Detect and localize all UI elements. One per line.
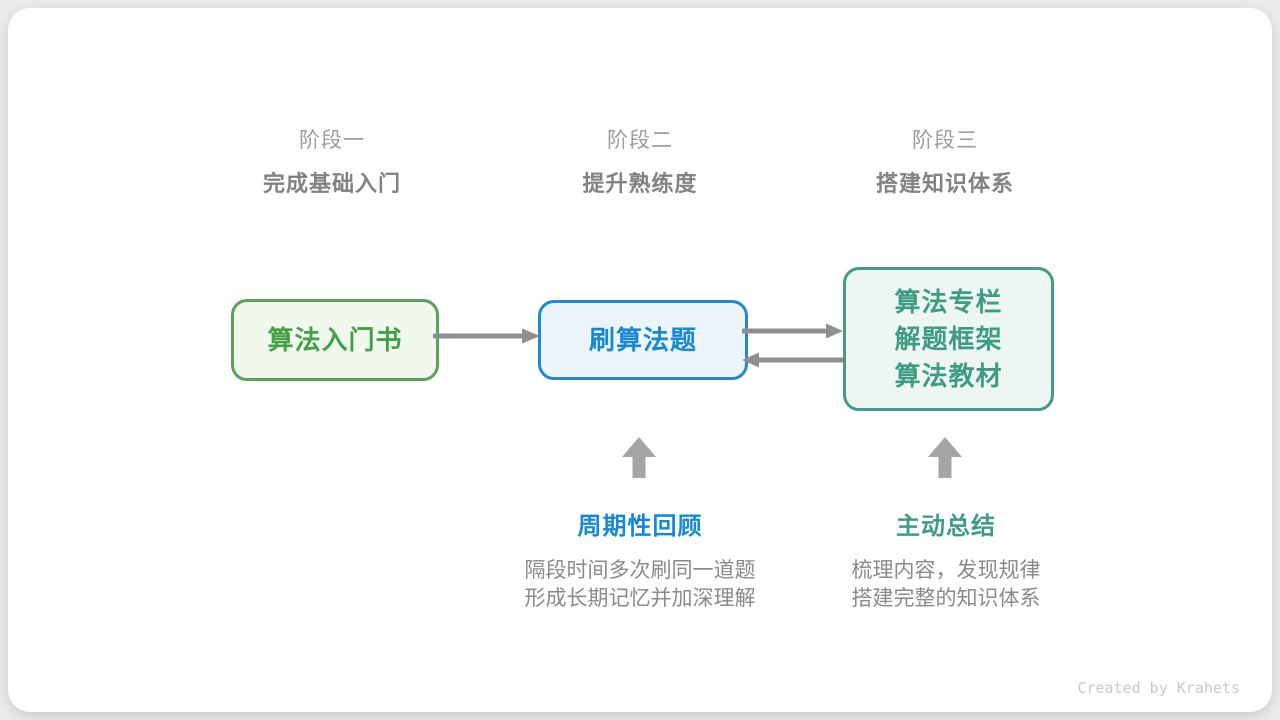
node-algorithm-intro-book: 算法入门书 [231, 299, 439, 381]
stage-3-header: 阶段三 搭建知识体系 [815, 126, 1075, 199]
node-practice-problems: 刷算法题 [538, 300, 748, 380]
stage-1-subtitle: 完成基础入门 [262, 171, 401, 196]
up-arrow-review-icon [622, 437, 656, 478]
node-label: 解题框架 [894, 323, 1003, 354]
method-title-periodic-review: 周期性回顾 [577, 513, 703, 540]
node-label: 刷算法题 [588, 324, 697, 355]
arrow-book-to-practice-icon [433, 326, 540, 346]
diagram-card: 阶段一 完成基础入门 阶段二 提升熟练度 阶段三 搭建知识体系 算法入门书 刷算… [8, 8, 1272, 712]
desc-line: 搭建完整的知识体系 [851, 587, 1041, 610]
stage-3-label: 阶段三 [912, 129, 978, 152]
node-knowledge-resources: 算法专栏 解题框架 算法教材 [843, 267, 1054, 411]
watermark-credit: Created by Krahets [1077, 679, 1240, 697]
desc-line: 隔段时间多次刷同一道题 [524, 559, 756, 582]
method-desc-periodic-review: 隔段时间多次刷同一道题 形成长期记忆并加深理解 [480, 557, 800, 613]
stage-3-subtitle: 搭建知识体系 [875, 171, 1014, 196]
node-label: 算法教材 [894, 360, 1003, 391]
arrow-resources-to-practice-icon [742, 350, 843, 370]
stage-2-subtitle: 提升熟练度 [582, 171, 698, 196]
stage-1-label: 阶段一 [299, 129, 365, 152]
node-label: 算法专栏 [894, 286, 1003, 317]
method-desc-active-summary: 梳理内容，发现规律 搭建完整的知识体系 [786, 557, 1106, 613]
stage-2-header: 阶段二 提升熟练度 [510, 126, 770, 199]
node-label: 算法入门书 [267, 324, 403, 355]
stage-2-label: 阶段二 [607, 129, 673, 152]
desc-line: 形成长期记忆并加深理解 [524, 587, 756, 610]
up-arrow-summary-icon [928, 437, 962, 478]
arrow-practice-to-resources-icon [742, 321, 843, 341]
stage-1-header: 阶段一 完成基础入门 [202, 126, 462, 199]
desc-line: 梳理内容，发现规律 [851, 559, 1041, 582]
method-title-active-summary: 主动总结 [896, 513, 996, 540]
